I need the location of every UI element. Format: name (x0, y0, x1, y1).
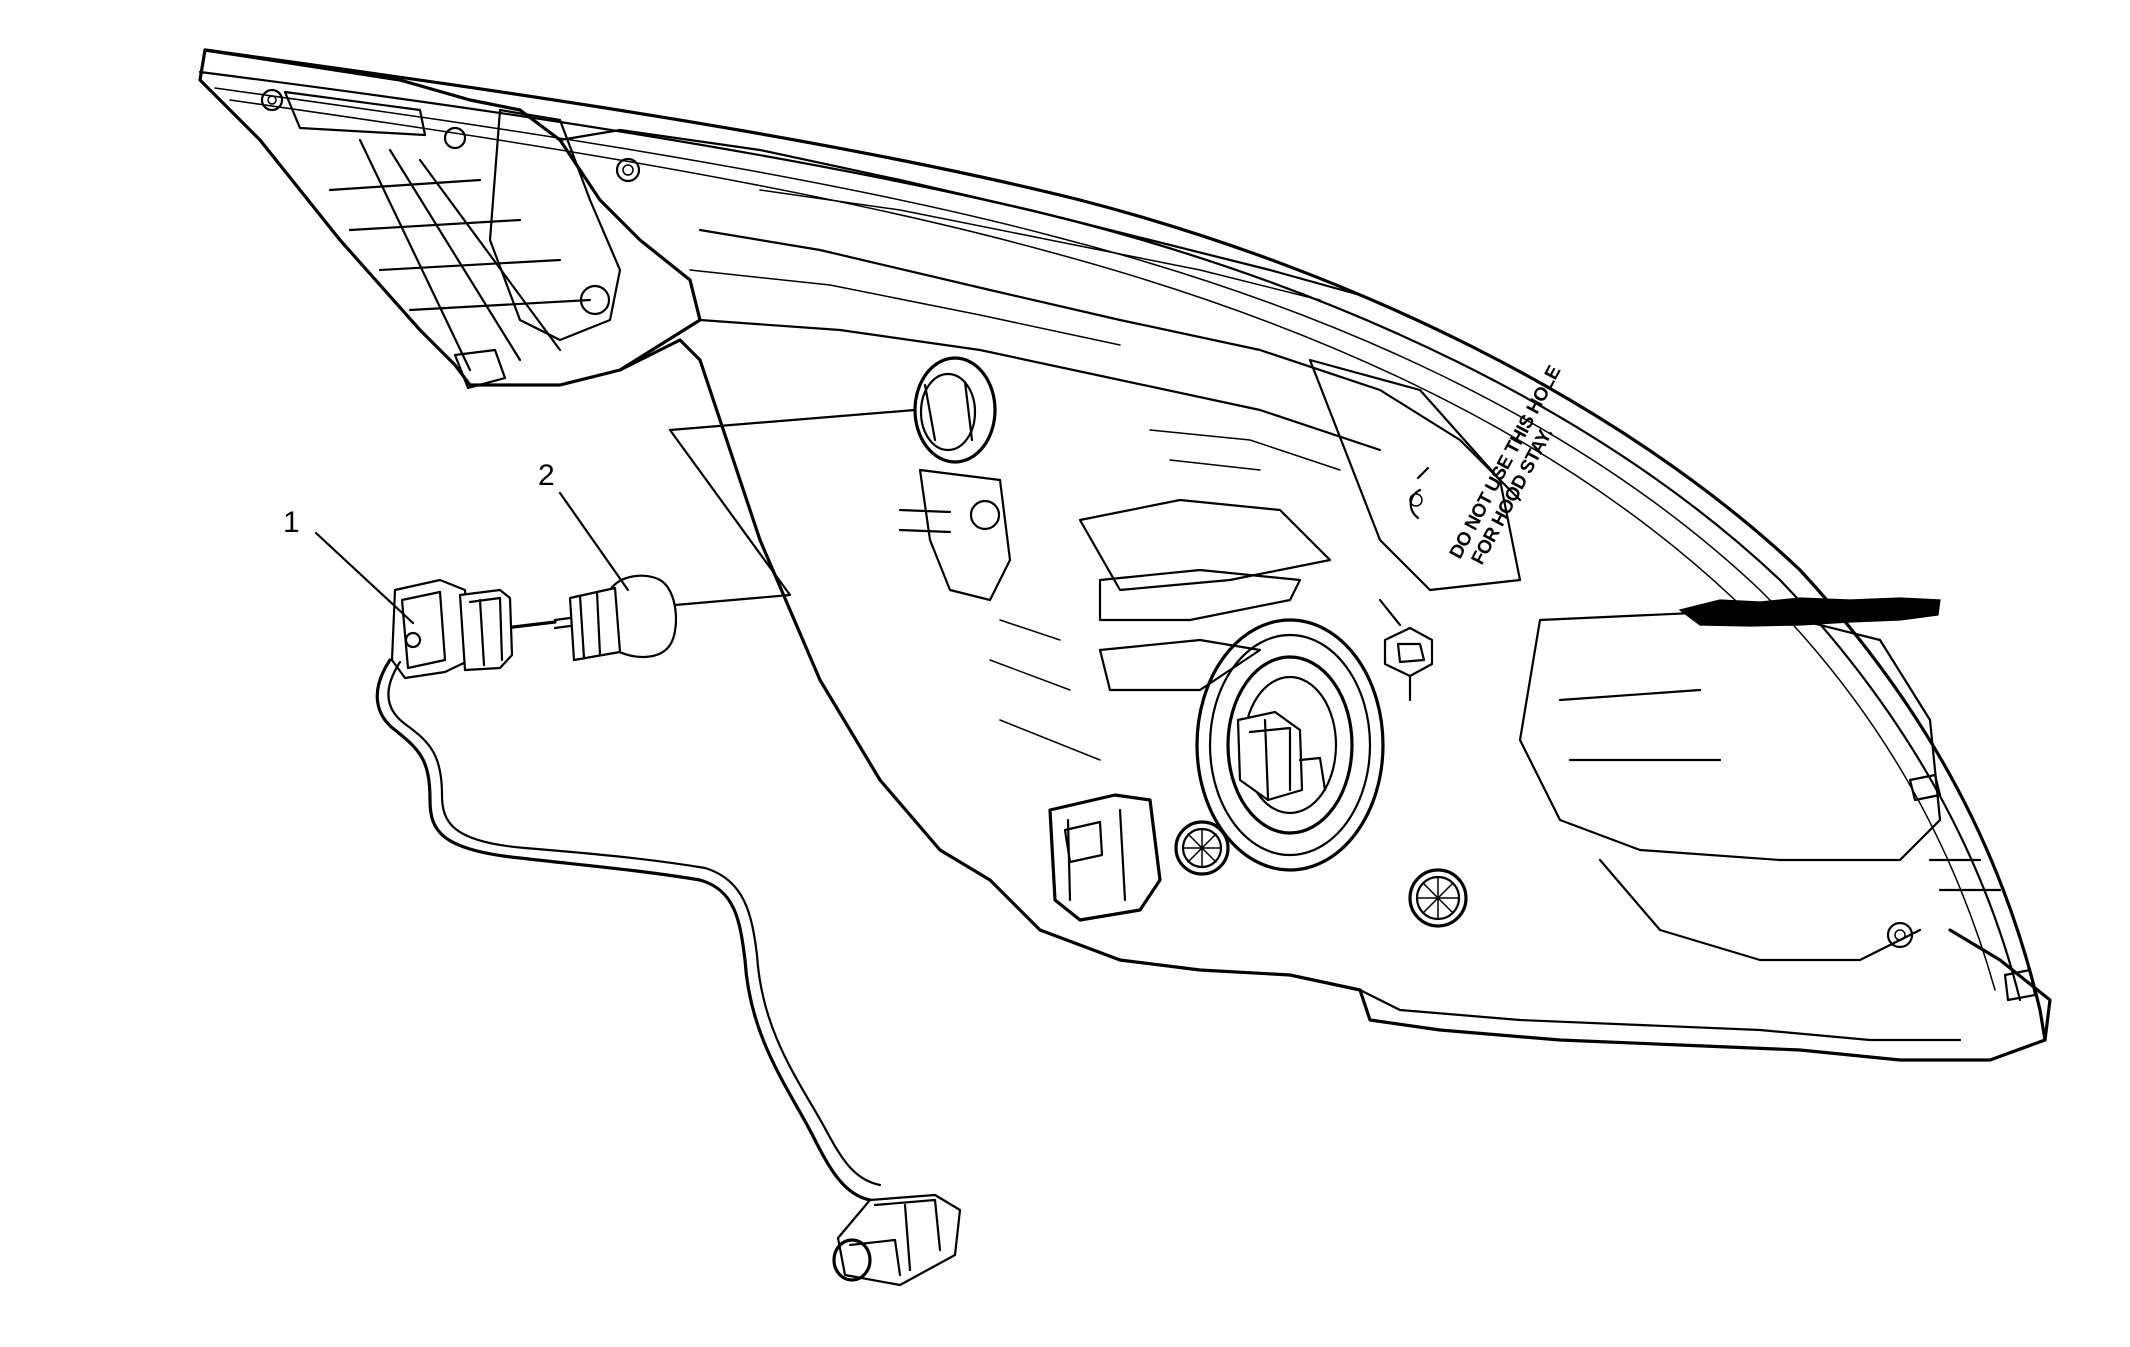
housing-grille-teeth (1678, 597, 1941, 627)
housing-right-clips (1908, 773, 2037, 1002)
housing-recess-panel-2 (1098, 568, 1302, 622)
warning-label-panel (1308, 358, 1522, 592)
mount-screw-top-left (260, 88, 284, 112)
bulb-terminal (553, 616, 572, 630)
housing-lens-rim-inner-2 (229, 99, 1736, 601)
housing-ridge-top (558, 128, 1362, 297)
socket-housing (390, 578, 472, 680)
warning-label-line-1: DO NOT USE THIS HOLE (1446, 363, 1565, 563)
housing-recess-panel-3 (1098, 638, 1262, 692)
vent-cap-left (1174, 820, 1230, 876)
left-bracket-ribs (328, 138, 592, 372)
bulb-socket-assembly (375, 578, 962, 1287)
housing-upper-panel (698, 228, 1522, 502)
mount-screw-upper (615, 157, 641, 183)
turn-signal-bulb (553, 574, 677, 662)
warning-arrow-icon (1409, 466, 1430, 520)
headlamp-housing: DO NOT USE THIS HOLE FOR HOOD STAY. (198, 48, 2052, 1062)
callout-2-label: 2 (538, 459, 555, 492)
housing-lens-rim (198, 70, 2022, 1002)
exploded-view-leaders (668, 408, 917, 607)
housing-recess-panel-1 (1078, 498, 1332, 592)
left-bracket-frame (488, 108, 622, 342)
callout-1-label: 1 (283, 506, 300, 539)
headlamp-bulb-base (1236, 710, 1304, 802)
bulb-base (568, 586, 622, 662)
callout-leaders (314, 491, 630, 625)
housing-lens-rim-inner (214, 87, 1996, 991)
socket-side-bracket (918, 468, 1012, 602)
headlamp-socket-outer (1195, 618, 1385, 872)
wire-harness (375, 658, 872, 1202)
vent-cap-right (1408, 868, 1468, 928)
housing-outer-edge (203, 48, 2047, 1042)
callout-2-leader (558, 491, 630, 592)
housing-upper-panel-2 (698, 318, 1382, 452)
left-mount-bracket (198, 48, 702, 387)
leader-socket-to-housing (668, 408, 917, 432)
bulb-glass (608, 574, 677, 659)
housing-upper-panel-3 (689, 189, 1321, 346)
mount-screw-fastener (443, 126, 467, 150)
turn-signal-socket-hole (913, 356, 997, 464)
left-bracket-hole (579, 284, 611, 316)
mount-screw-lower-right (1886, 921, 1914, 949)
socket-connector-line (503, 620, 557, 630)
left-bracket-clip (453, 348, 507, 390)
leader-housing-to-bulb (668, 428, 792, 607)
socket-body (458, 588, 514, 672)
wire-harness-inner (387, 660, 882, 1187)
callout-1-leader (314, 531, 415, 625)
lower-left-mount-bracket (1048, 793, 1162, 922)
hood-stay-hex-bolt (1383, 626, 1434, 678)
headlamp-socket-inner (1226, 655, 1354, 835)
housing-main-body (618, 338, 2052, 1062)
housing-right-panel (1518, 608, 1942, 862)
socket-bracket-screw (969, 499, 1001, 531)
housing-body-lower-edge (1358, 988, 1962, 1042)
left-mount-slot (283, 90, 427, 137)
